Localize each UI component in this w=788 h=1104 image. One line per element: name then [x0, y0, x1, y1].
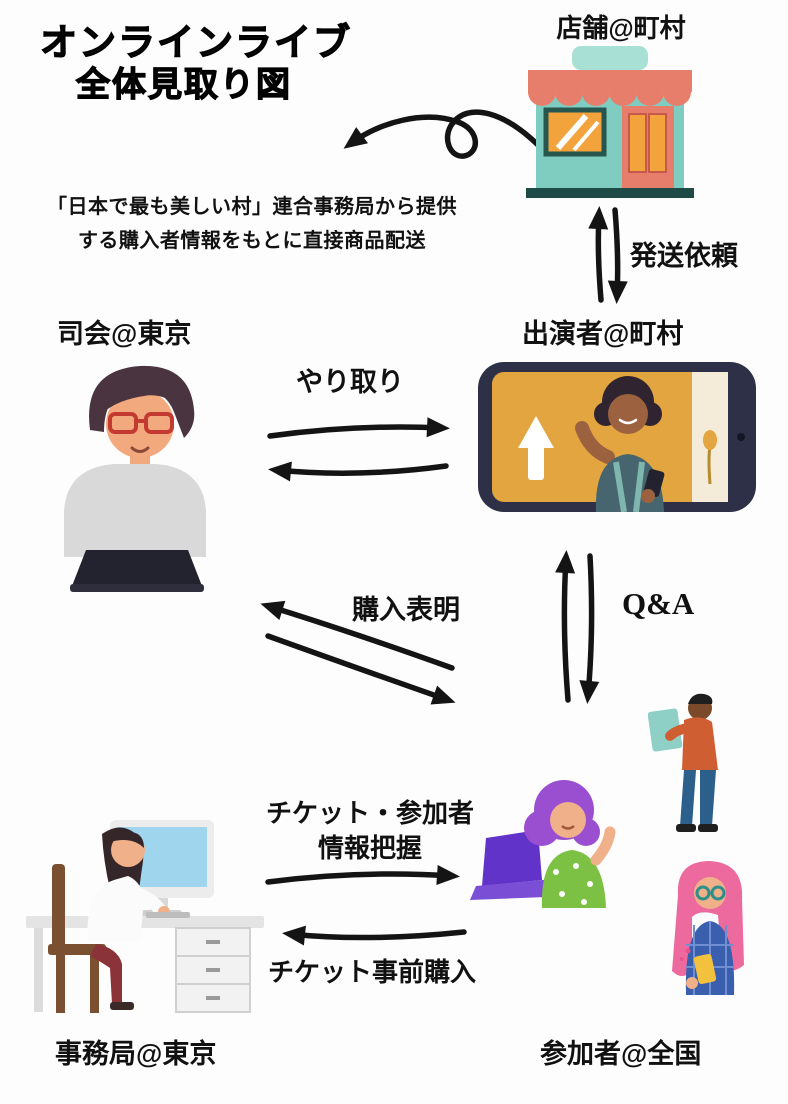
mc-smile	[130, 446, 150, 453]
arrow-qa-up	[555, 550, 576, 703]
title-line-2: 全体見取り図	[75, 66, 292, 105]
arrow-ticket-prepurchase-left	[282, 925, 467, 946]
arrow-purchase-upleft	[260, 600, 455, 671]
node-label-participants: 参加者@全国	[540, 1039, 702, 1069]
delivery-note-line1: 「日本で最も美しい村」連合事務局から提供	[47, 196, 457, 218]
edge-label-exchange: やり取り	[296, 367, 404, 397]
arrow-exchange-right	[267, 417, 450, 439]
office-worker-figure	[87, 827, 190, 1010]
arrow-ticket-info-right	[265, 865, 460, 885]
office-illustration	[26, 820, 264, 1013]
mc-laptop	[72, 550, 202, 586]
node-label-office: 事務局@東京	[55, 1039, 217, 1069]
store-sign	[572, 46, 648, 70]
phone-camera-icon	[737, 433, 745, 441]
office-desk	[26, 916, 264, 1013]
edge-label-ticket-info-line1: チケット・参加者	[265, 798, 474, 828]
round-glasses-icon	[695, 885, 726, 901]
participant-laptop-illustration	[470, 780, 616, 908]
mc-sweater	[64, 464, 206, 557]
plant-icon	[707, 445, 712, 485]
mc-face	[106, 390, 174, 458]
arrow-exchange-left	[268, 461, 449, 482]
participant-laptop	[482, 830, 542, 886]
edge-label-ticket-info: チケット・参加者 情報把握	[256, 796, 484, 866]
arrow-direct-delivery	[343, 109, 548, 159]
up-arrow-icon	[518, 416, 554, 480]
delivery-note-line2: する購入者情報をもとに直接商品配送	[77, 230, 427, 252]
page-title: オンラインライブ 全体見取り図	[39, 20, 352, 107]
performer-figure	[575, 376, 665, 512]
edge-label-shipping: 発送依頼	[630, 241, 738, 271]
store-awning	[528, 70, 692, 106]
store-door	[622, 106, 674, 190]
office-chair	[48, 864, 106, 1013]
edge-label-ticket-info-line2: 情報把握	[317, 833, 422, 864]
node-label-mc: 司会@東京	[57, 319, 192, 349]
store-window	[543, 107, 607, 157]
participant-phone-illustration	[672, 861, 744, 995]
mc-hair	[89, 365, 195, 438]
mc-glasses	[108, 412, 174, 434]
edge-label-prepurchase: チケット事前購入	[268, 957, 477, 987]
phone-screen	[492, 372, 728, 502]
arrow-qa-down	[579, 553, 600, 704]
yellow-phone-icon	[693, 953, 717, 985]
performer-phone-illustration	[478, 362, 756, 512]
mc-illustration	[64, 365, 206, 592]
office-keyboard	[146, 912, 190, 918]
node-label-performer: 出演者@町村	[522, 319, 684, 349]
store-illustration	[526, 46, 694, 198]
node-label-store: 店舗@町村	[556, 13, 686, 43]
edge-label-purchase: 購入表明	[352, 595, 460, 625]
participant-tablet-illustration	[648, 693, 718, 832]
arrow-shipping-up	[588, 206, 609, 303]
tablet-icon	[648, 708, 683, 752]
delivery-note: 「日本で最も美しい村」連合事務局から提供 する購入者情報をもとに直接商品配送	[24, 190, 480, 258]
arrow-purchase-downright	[265, 633, 456, 705]
arrow-shipping-down	[607, 207, 628, 304]
edge-label-qa: Q&A	[622, 586, 695, 621]
store-base	[526, 188, 694, 198]
title-line-1: オンラインライブ	[39, 21, 352, 63]
